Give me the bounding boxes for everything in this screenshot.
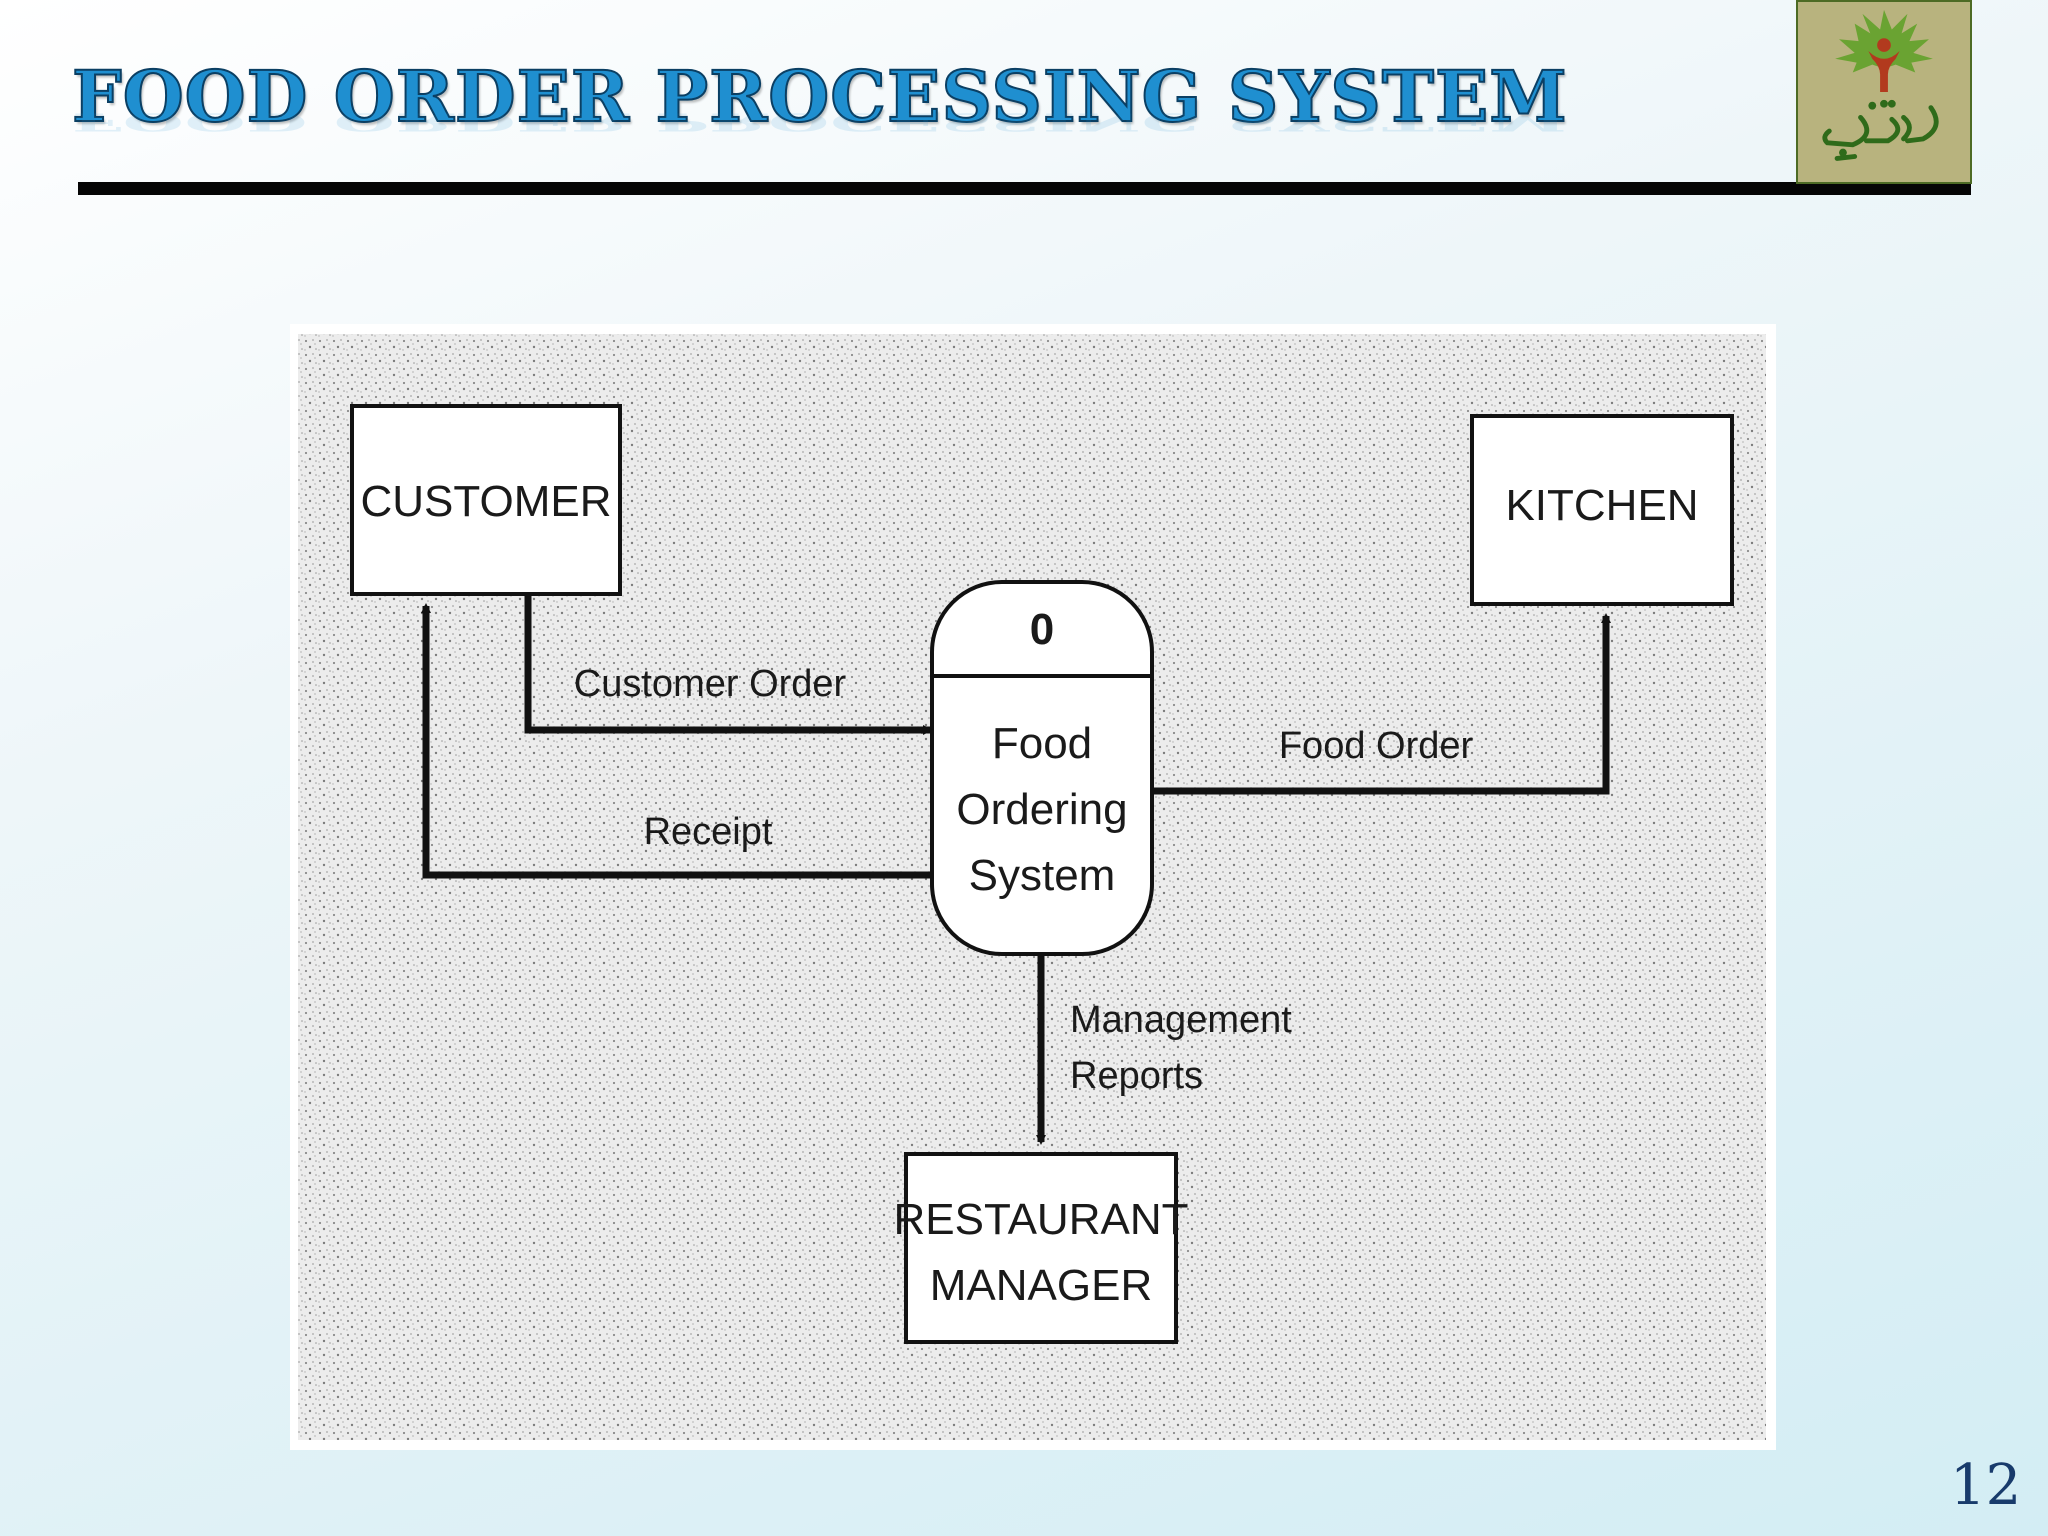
entity-kitchen: KITCHEN: [1470, 414, 1734, 606]
process-name-line2: Ordering: [956, 785, 1127, 834]
slide-title-reflection: FOOD ORDER PROCESSING SYSTEM: [72, 107, 1568, 137]
entity-restaurant-manager: RESTAURANT MANAGER: [894, 1152, 1189, 1344]
process-name-line1: Food: [992, 719, 1092, 768]
flow-food-order-label: Food Order: [1279, 725, 1474, 767]
flow-management-reports: Management Reports: [1036, 954, 1292, 1145]
page-number: 12: [1950, 1453, 2022, 1518]
flow-receipt-label: Receipt: [644, 811, 773, 853]
process-number: 0: [1030, 605, 1054, 654]
entity-restaurant-manager-label-line2: MANAGER: [930, 1261, 1152, 1310]
flow-customer-order-label: Customer Order: [574, 663, 847, 705]
flow-receipt: Receipt: [421, 603, 932, 879]
process-name-line3: System: [969, 851, 1116, 900]
entity-restaurant-manager-label-line1: RESTAURANT: [894, 1195, 1189, 1244]
flow-customer-order: Customer Order: [524, 596, 933, 735]
data-flow-diagram: CUSTOMER KITCHEN RESTAURANT MANAGER 0 Fo…: [290, 324, 1776, 1450]
flow-management-reports-label-line1: Management: [1070, 999, 1292, 1041]
flow-food-order: Food Order: [1152, 613, 1611, 795]
tree-logo-icon: [1822, 9, 1939, 161]
entity-kitchen-label: KITCHEN: [1505, 481, 1698, 530]
organization-logo: [1796, 0, 1972, 184]
title-divider: [78, 182, 1971, 195]
entity-customer-label: CUSTOMER: [361, 477, 612, 526]
entity-customer: CUSTOMER: [350, 404, 622, 596]
slide-title: FOOD ORDER PROCESSING SYSTEM: [71, 55, 1568, 138]
flow-management-reports-label-line2: Reports: [1070, 1055, 1203, 1097]
process-food-ordering-system: 0 Food Ordering System: [930, 580, 1154, 956]
